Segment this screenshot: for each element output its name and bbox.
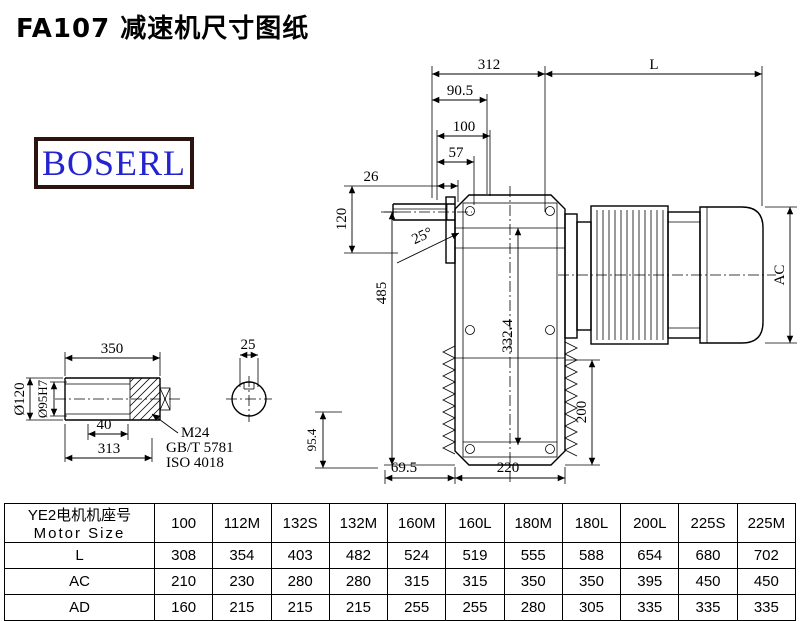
- cell-AC: 350: [503, 568, 563, 595]
- cell-AC: 350: [561, 568, 622, 595]
- row-label-AC: AC: [4, 568, 155, 595]
- cell-L: 654: [620, 542, 680, 569]
- cell-L: 482: [328, 542, 389, 569]
- dim-95-4: 95.4: [304, 428, 319, 451]
- table-row-AD: AD 160 215 215 215 255 255 280 305 335 3…: [4, 594, 797, 621]
- cell-L: 702: [736, 542, 797, 569]
- col-header: 160M: [387, 503, 447, 543]
- cell-AC: 315: [387, 568, 447, 595]
- dim-313: 313: [98, 441, 121, 457]
- cell-AD: 335: [736, 594, 797, 621]
- cell-AC: 450: [736, 568, 797, 595]
- table-row-L: L 308 354 403 482 524 519 555 588 654 68…: [4, 542, 797, 569]
- dim-69-5: 69.5: [391, 460, 417, 476]
- cell-AC: 315: [445, 568, 505, 595]
- boserl-logo-text: BOSERL: [41, 143, 187, 183]
- cell-AD: 215: [328, 594, 389, 621]
- label-m24: M24: [181, 425, 210, 441]
- dim-90-5: 90.5: [447, 83, 473, 99]
- motor-size-table: YE2电机机座号 Motor Size 100 112M 132S 132M 1…: [4, 503, 797, 621]
- dim-485: 485: [374, 282, 390, 305]
- cell-L: 403: [270, 542, 330, 569]
- dim-L: L: [649, 57, 658, 73]
- dim-40: 40: [97, 417, 112, 433]
- label-iso-4018: ISO 4018: [166, 455, 224, 471]
- cell-AD: 255: [445, 594, 505, 621]
- boserl-logo: BOSERL: [34, 137, 194, 189]
- dimension-lines: [26, 70, 794, 482]
- cell-AD: 255: [387, 594, 447, 621]
- cell-AD: 280: [503, 594, 563, 621]
- dim-120: 120: [334, 208, 350, 231]
- cell-AC: 230: [212, 568, 272, 595]
- motor-size-header-cell: YE2电机机座号 Motor Size: [4, 503, 155, 543]
- col-header: 180M: [503, 503, 563, 543]
- motor-size-header-en: Motor Size: [33, 525, 126, 542]
- cell-L: 308: [153, 542, 214, 569]
- dim-312: 312: [478, 57, 501, 73]
- cell-AD: 160: [153, 594, 214, 621]
- col-header: 200L: [620, 503, 680, 543]
- cell-L: 588: [561, 542, 622, 569]
- cell-AC: 450: [678, 568, 738, 595]
- extension-lines: [26, 66, 797, 484]
- cell-AC: 395: [620, 568, 680, 595]
- col-header: 180L: [561, 503, 622, 543]
- table-row-AC: AC 210 230 280 280 315 315 350 350 395 4…: [4, 568, 797, 595]
- motor-outline: [509, 186, 776, 482]
- label-gbt-5781: GB/T 5781: [166, 440, 234, 456]
- cell-L: 555: [503, 542, 563, 569]
- dim-dia-95h7: Ø95H7: [35, 379, 50, 418]
- col-header: 225S: [678, 503, 738, 543]
- cell-AD: 305: [561, 594, 622, 621]
- cell-AD: 215: [212, 594, 272, 621]
- cell-AC: 280: [328, 568, 389, 595]
- row-label-AD: AD: [4, 594, 155, 621]
- dim-dia-120: Ø120: [12, 382, 28, 415]
- table-header-row: YE2电机机座号 Motor Size 100 112M 132S 132M 1…: [4, 503, 797, 543]
- col-header: 100: [153, 503, 214, 543]
- col-header: 160L: [445, 503, 505, 543]
- shaft-end-circle-view: [226, 376, 272, 422]
- col-header: 225M: [736, 503, 797, 543]
- cell-L: 519: [445, 542, 505, 569]
- cell-AD: 335: [620, 594, 680, 621]
- shaft-detail-view: [55, 377, 182, 421]
- dimension-drawing: 312 L 90.5 100 57 26 120 25° 485 332.4 A…: [12, 57, 797, 484]
- col-header: 132S: [270, 503, 330, 543]
- col-header: 132M: [328, 503, 389, 543]
- cell-AD: 215: [270, 594, 330, 621]
- dimension-labels: 312 L 90.5 100 57 26 120 25° 485 332.4 A…: [12, 57, 788, 476]
- cell-L: 680: [678, 542, 738, 569]
- cell-L: 354: [212, 542, 272, 569]
- row-label-L: L: [4, 542, 155, 569]
- dim-100: 100: [453, 119, 476, 135]
- dim-57: 57: [449, 145, 465, 161]
- dim-angle-25: 25°: [409, 225, 435, 248]
- cell-L: 524: [387, 542, 447, 569]
- dim-220: 220: [497, 460, 520, 476]
- col-header: 112M: [212, 503, 272, 543]
- cell-AD: 335: [678, 594, 738, 621]
- dim-AC: AC: [772, 265, 788, 286]
- dim-26: 26: [364, 169, 380, 185]
- dim-200: 200: [574, 401, 590, 424]
- cell-AC: 280: [270, 568, 330, 595]
- dim-350: 350: [101, 341, 124, 357]
- dim-332-4: 332.4: [500, 319, 516, 353]
- cell-AC: 210: [153, 568, 214, 595]
- page-title: FA107 减速机尺寸图纸: [16, 14, 310, 44]
- motor-size-header-cn: YE2电机机座号: [27, 507, 132, 524]
- dim-25: 25: [241, 337, 256, 353]
